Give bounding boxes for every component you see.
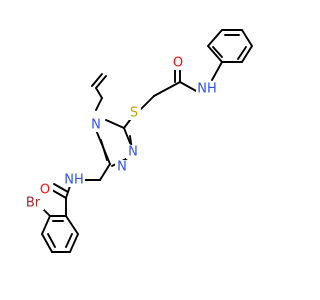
bond (179, 81, 199, 93)
molecule-diagram: O NH S N N N NH O Br (22, 29, 253, 253)
atom-br: Br (22, 196, 44, 211)
atom-label: NH (197, 82, 217, 97)
structure-svg: O NH S N N N NH O Br (22, 29, 253, 253)
bond-double-inner (47, 233, 56, 248)
bond (211, 61, 223, 81)
bond (51, 189, 67, 199)
atom-n1: N (126, 145, 140, 160)
bond (95, 87, 103, 99)
bond-double (123, 127, 131, 144)
phenyl-ring-top (207, 29, 253, 63)
atom-label: N (128, 145, 138, 160)
atom-o-amide: O (37, 183, 53, 198)
atom-s: S (127, 106, 141, 121)
bond (105, 119, 125, 129)
atom-label: S (130, 106, 138, 121)
atom-nh-top: NH (196, 82, 218, 97)
bond-double (53, 183, 69, 193)
atom-o-top: O (170, 56, 186, 71)
atom-nh-amide: NH (63, 173, 85, 188)
bond (69, 233, 79, 253)
bond-double-inner (212, 46, 223, 58)
bromophenyl-ring (41, 215, 79, 253)
bond (207, 29, 223, 47)
atom-label: N (91, 118, 101, 133)
bond (41, 215, 51, 235)
bond (241, 45, 253, 63)
bond-double (100, 139, 108, 161)
bond (123, 119, 131, 129)
bond (65, 215, 79, 235)
atom-label: O (40, 183, 50, 198)
bond (241, 29, 253, 47)
bond (139, 95, 155, 111)
atom-label: O (173, 56, 183, 71)
atom-label: NH (64, 173, 84, 188)
bond-double-inner (65, 233, 73, 248)
bond (153, 81, 181, 97)
atom-n4: N (89, 118, 103, 133)
bond (41, 233, 53, 253)
atom-n2: N (115, 160, 129, 175)
bond (95, 75, 107, 89)
bond (99, 163, 111, 181)
bond (95, 97, 103, 111)
bond-double-inner (237, 46, 247, 60)
bond-double (91, 73, 103, 87)
atom-label: Br (26, 196, 41, 211)
atom-label: N (117, 160, 127, 175)
bond (207, 45, 223, 63)
